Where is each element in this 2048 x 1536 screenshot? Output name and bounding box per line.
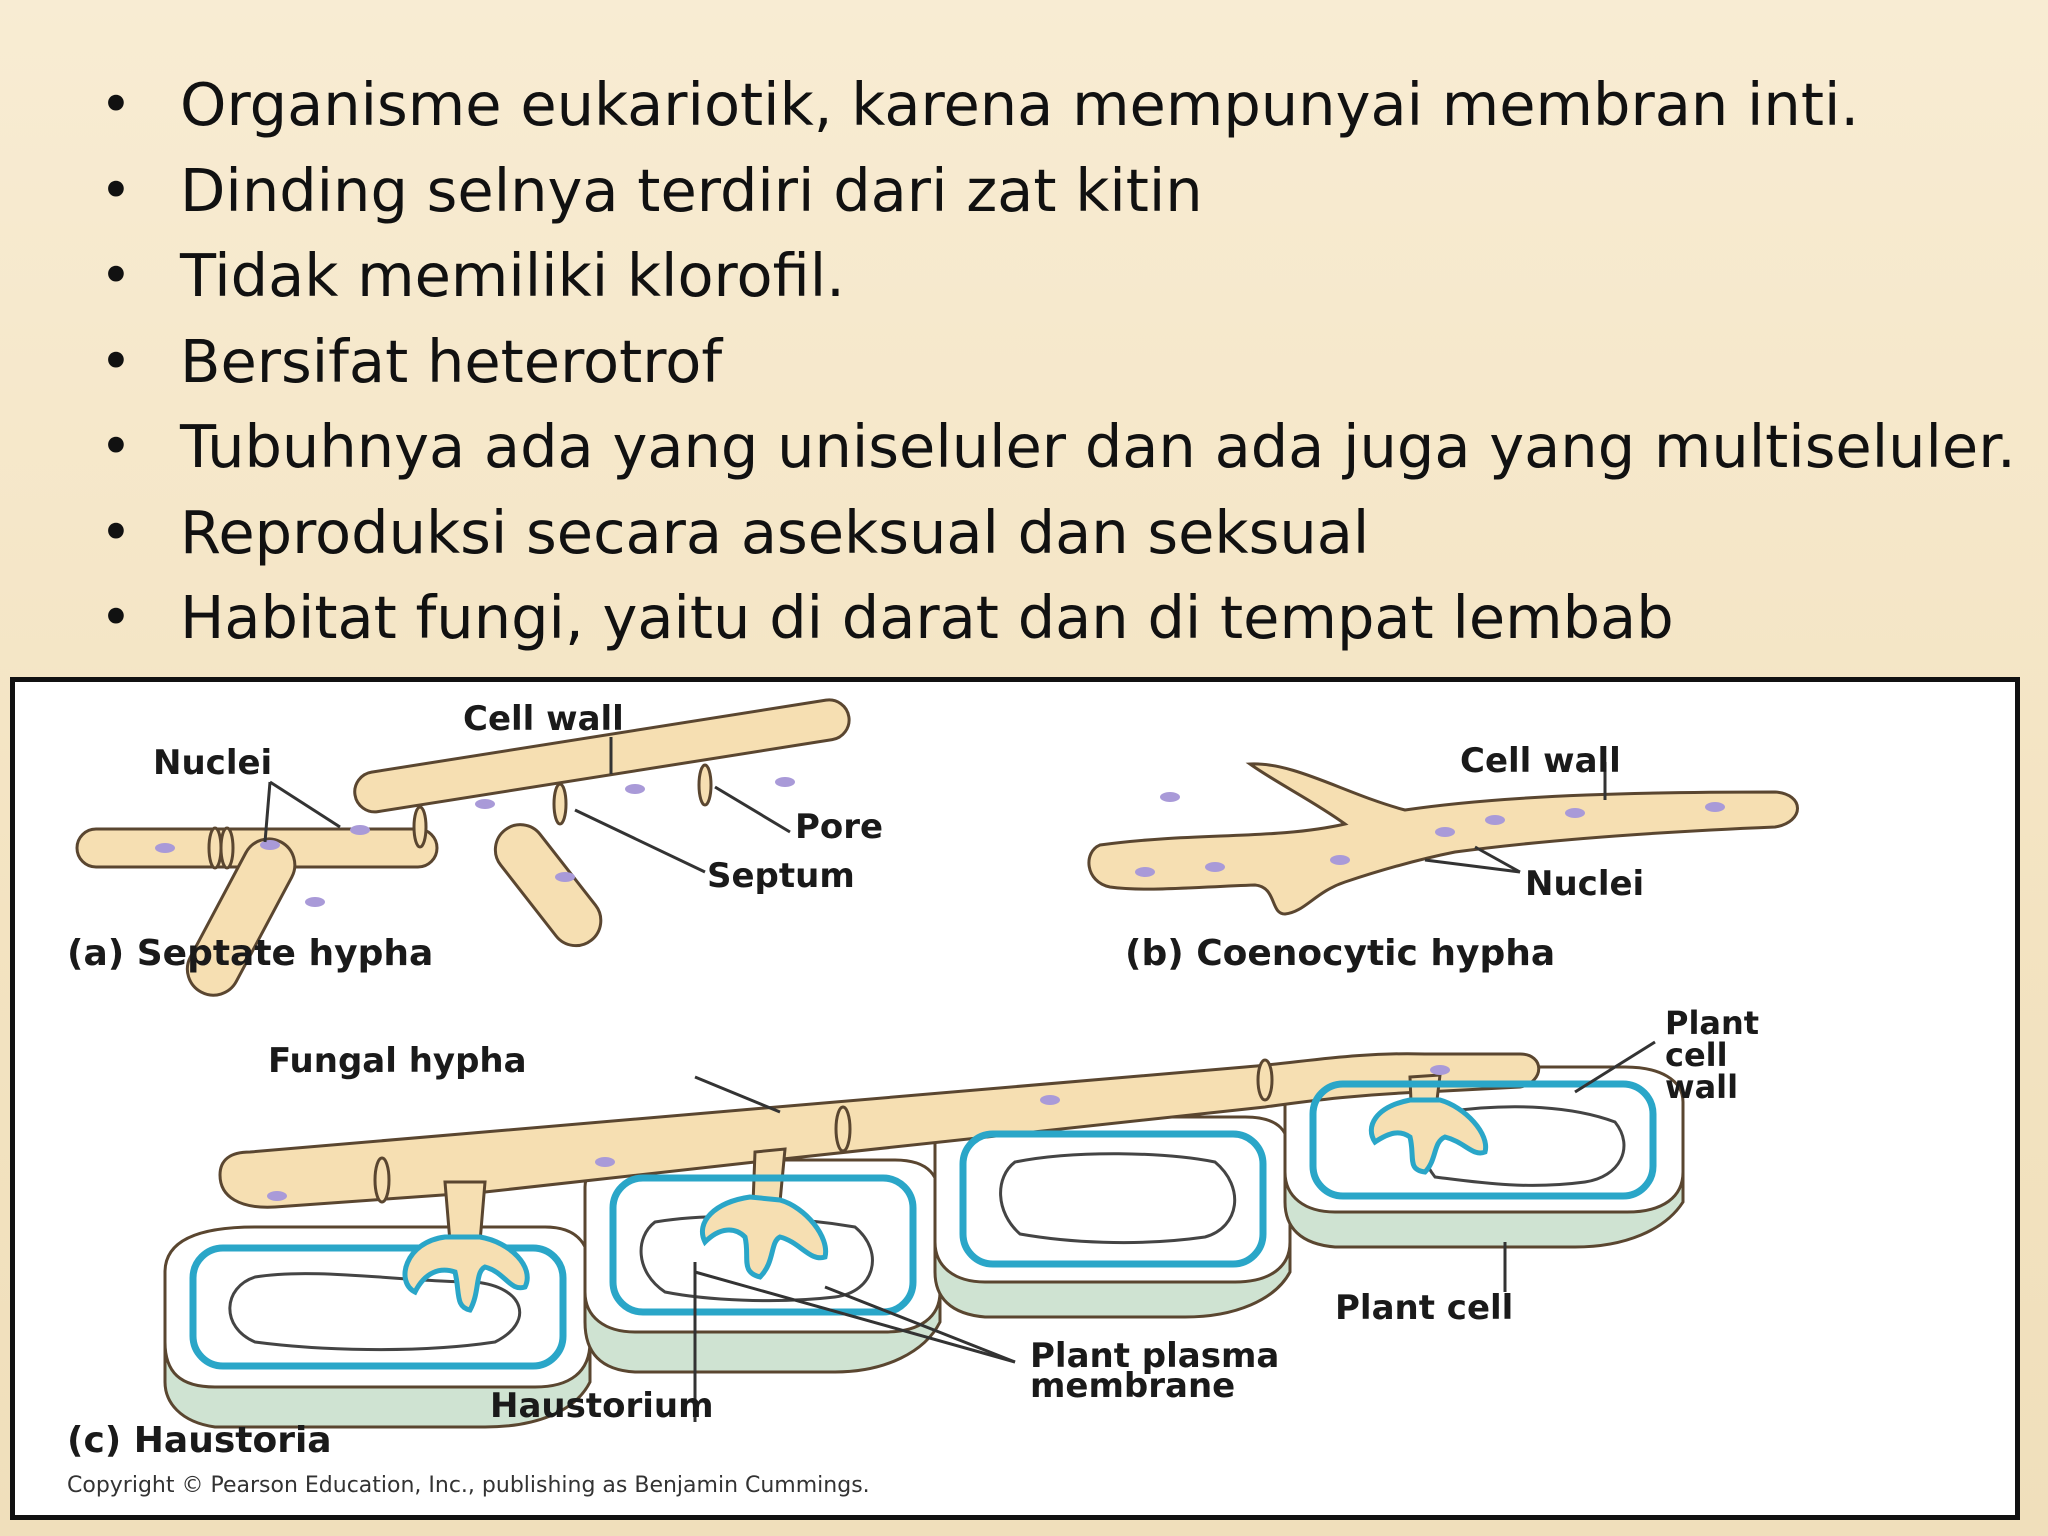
label-fungal-hypha: Fungal hypha: [268, 1041, 527, 1081]
leader-lines: [263, 737, 1656, 1422]
label-plant-plasma-membrane: membrane: [1030, 1366, 1235, 1406]
nucleus: [1485, 815, 1505, 825]
nucleus: [155, 843, 175, 853]
caption-coenocytic-hypha: (b) Coenocytic hypha: [1125, 933, 1555, 974]
bullet-item: • Reproduksi secara aseksual dan seksual: [100, 490, 2020, 576]
bullet-text: Tubuhnya ada yang uniseluler dan ada jug…: [180, 412, 2016, 481]
bullet-text: Bersifat heterotrof: [180, 326, 723, 396]
bullet-text: Organisme eukariotik, karena mempunyai m…: [180, 70, 1860, 139]
bullet-text: Habitat fungi, yaitu di darat dan di tem…: [180, 583, 1674, 652]
nucleus: [555, 872, 575, 882]
plant-cell-wall: [933, 1115, 1292, 1284]
septum: [412, 805, 428, 849]
leader-line: [574, 808, 706, 874]
fungal-hypha: [218, 1052, 1541, 1209]
haustorium: [402, 1234, 530, 1313]
plant-plasma-membrane: [959, 1130, 1267, 1268]
label-plant-cell-wall: wall: [1665, 1068, 1738, 1106]
leader-line: [1424, 858, 1521, 874]
bullet-item: • Tubuhnya ada yang uniseluler dan ada ju…: [100, 404, 2020, 490]
label-nuclei-a: Nuclei: [153, 743, 272, 783]
leader-line: [263, 781, 272, 843]
nucleus: [350, 825, 370, 835]
bullet-text: Dinding selnya terdiri dari zat kitin: [180, 155, 1203, 225]
bullet-list: • Organisme eukariotik, karena mempunyai …: [100, 62, 2020, 661]
bullet-item: • Tidak memiliki klorofil.: [100, 233, 2020, 319]
copyright-notice: Copyright © Pearson Education, Inc., pub…: [67, 1473, 870, 1498]
leader-line: [269, 780, 341, 829]
septum: [1256, 1058, 1274, 1102]
septum: [207, 826, 223, 870]
vacuole: [228, 1272, 522, 1352]
plant-plasma-membrane: [189, 1244, 567, 1370]
bullet-item: • Habitat fungi, yaitu di darat dan di te…: [100, 575, 2020, 661]
bullet-item: • Dinding selnya terdiri dari zat kitin: [100, 148, 2020, 234]
bullet-text: Reproduksi secara aseksual dan seksual: [180, 497, 1370, 567]
bullet-item: • Bersifat heterotrof: [100, 319, 2020, 405]
bullet-text: Tidak memiliki klorofil.: [180, 241, 845, 310]
label-plant-plasma-membrane: Plant plasma: [1030, 1336, 1279, 1376]
nucleus: [775, 777, 795, 787]
nucleus: [1430, 1065, 1450, 1075]
bullet-symbol: •: [100, 586, 132, 649]
septate-hypha-branch: [185, 837, 297, 997]
bullet-symbol: •: [100, 73, 132, 136]
nucleus: [1330, 855, 1350, 865]
nucleus: [305, 897, 325, 907]
haustorium-stalk: [443, 1180, 487, 1244]
bullet-symbol: •: [100, 415, 132, 478]
label-plant-cell-wall: cell: [1665, 1036, 1728, 1074]
nucleus: [1435, 827, 1455, 837]
label-cell-wall-b: Cell wall: [1460, 741, 1621, 781]
nucleus: [1705, 802, 1725, 812]
hypha-diagram: Cell wall Nuclei Pore Septum (a) Septate…: [67, 698, 1799, 1498]
plant-plasma-membrane-group: [189, 1080, 1657, 1370]
label-haustorium: Haustorium: [490, 1386, 714, 1426]
nucleus: [260, 840, 280, 850]
coenocytic-hypha: [1087, 762, 1799, 916]
leader-line: [824, 1285, 1016, 1364]
label-plant-cell-wall: Plant: [1665, 1004, 1759, 1042]
leader-line: [714, 785, 791, 834]
vacuole: [999, 1152, 1237, 1245]
septum: [373, 1156, 391, 1204]
leader-line: [1574, 1040, 1656, 1094]
nucleus: [1040, 1095, 1060, 1105]
label-nuclei-b: Nuclei: [1525, 864, 1644, 904]
diagram-labels: Cell wall Nuclei Pore Septum (a) Septate…: [67, 699, 1759, 1498]
nucleus: [595, 1157, 615, 1167]
plant-plasma-membrane: [1309, 1080, 1657, 1200]
label-cell-wall-a: Cell wall: [463, 699, 624, 739]
leader-line: [694, 1075, 781, 1114]
bullet-symbol: •: [100, 500, 132, 564]
plant-plasma-membrane: [609, 1174, 917, 1316]
leader-line: [1474, 845, 1521, 874]
caption-septate-hypha: (a) Septate hypha: [67, 933, 433, 974]
nucleus: [475, 799, 495, 809]
label-septum: Septum: [707, 856, 855, 896]
nucleus: [625, 784, 645, 794]
septum: [834, 1105, 852, 1153]
bullet-item: • Organisme eukariotik, karena mempunyai …: [100, 62, 2020, 148]
septate-hypha-branch: [493, 823, 603, 948]
septum: [219, 826, 235, 870]
septate-hypha-segment: [353, 698, 851, 814]
label-pore: Pore: [795, 807, 883, 847]
nucleus: [1160, 792, 1180, 802]
nucleus: [1205, 862, 1225, 872]
septum: [697, 763, 713, 807]
septum: [552, 782, 568, 826]
bullet-symbol: •: [100, 158, 132, 222]
caption-haustoria: (c) Haustoria: [67, 1420, 332, 1461]
haustorium: [1368, 1097, 1489, 1175]
leader-line: [694, 1270, 1016, 1364]
bullet-symbol: •: [100, 244, 132, 307]
nucleus: [267, 1191, 287, 1201]
nucleus: [1135, 867, 1155, 877]
bullet-symbol: •: [100, 329, 132, 393]
fungi-hypha-figure: Cell wall Nuclei Pore Septum (a) Septate…: [10, 677, 2020, 1520]
label-plant-cell: Plant cell: [1335, 1288, 1513, 1328]
nucleus: [1565, 808, 1585, 818]
haustorium: [699, 1194, 829, 1280]
